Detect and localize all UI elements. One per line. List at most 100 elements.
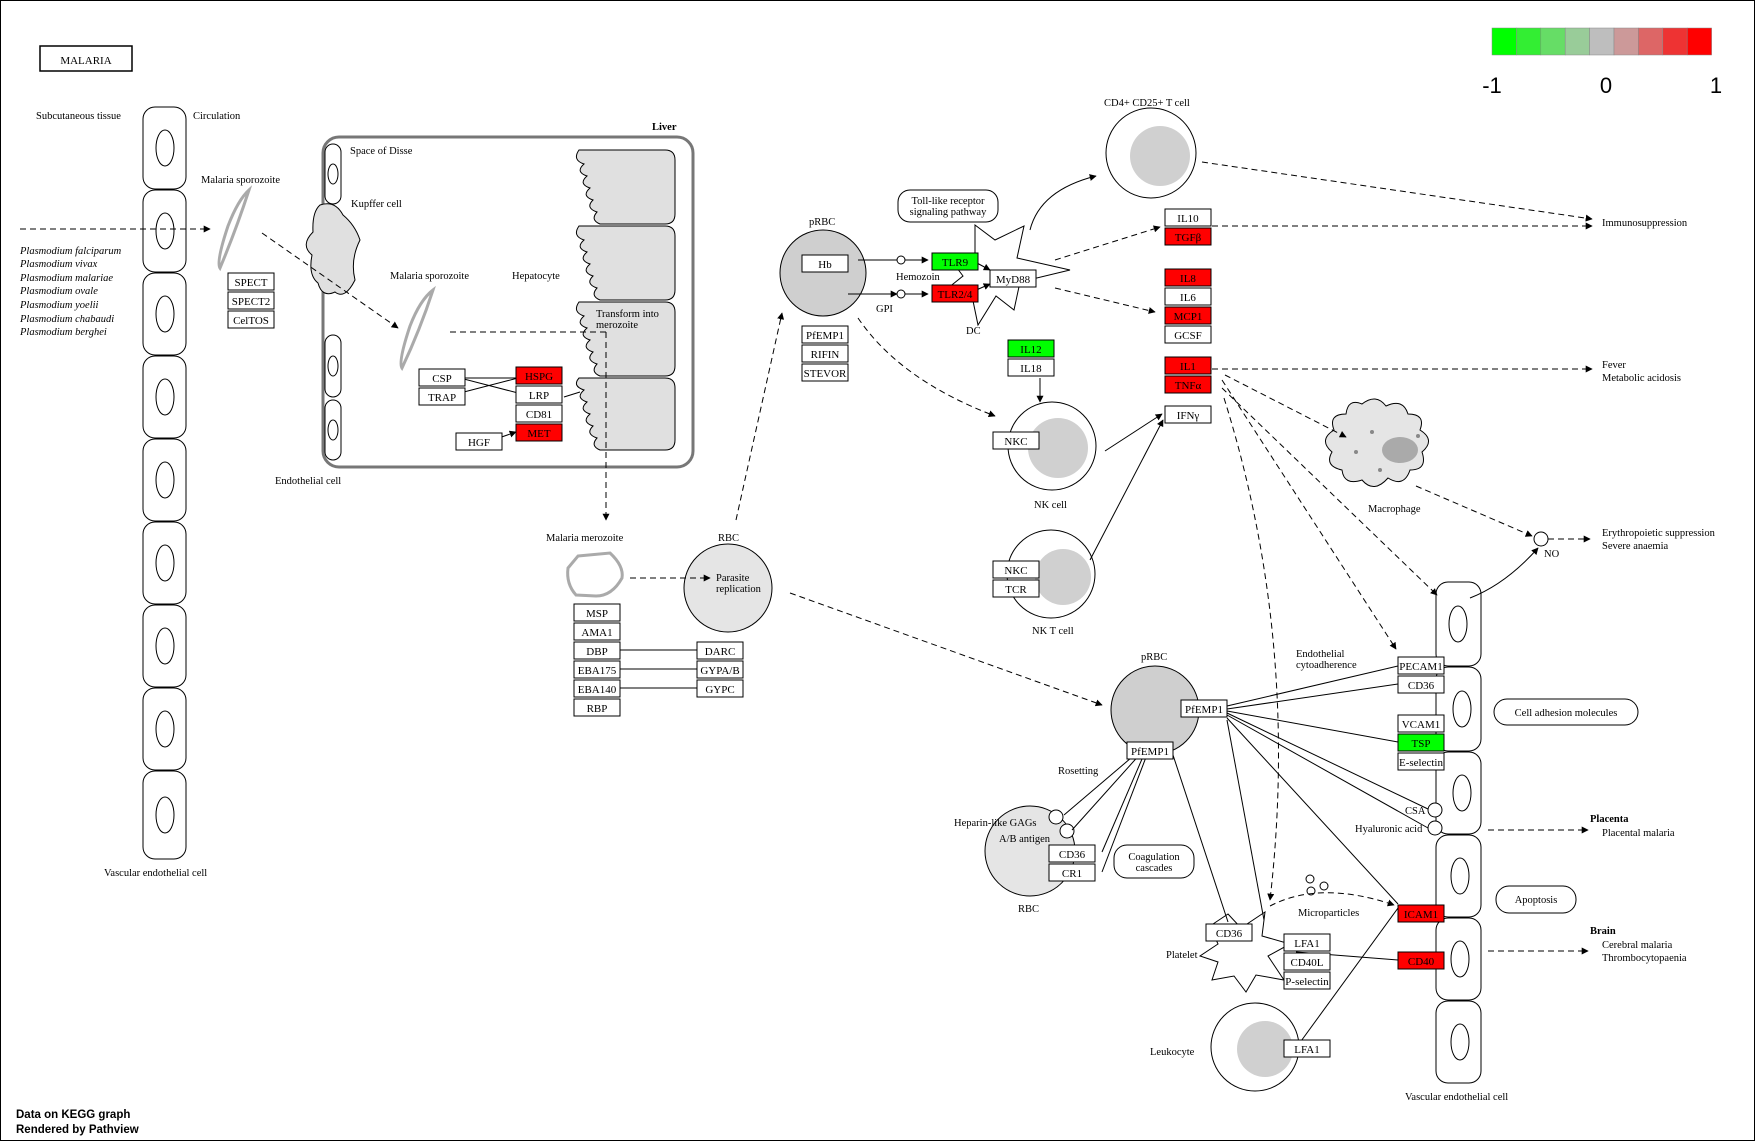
gene-box: [1164, 375, 1212, 394]
legend-swatch: [1662, 27, 1688, 56]
gene-node-ifng[interactable]: IFNγ: [1164, 405, 1212, 424]
gene-box: [573, 641, 621, 660]
svg-text:Brain: Brain: [1590, 926, 1616, 937]
gene-label: MET: [527, 428, 551, 440]
label-vascular-right: Vascular endothelial cell: [1405, 1092, 1508, 1103]
footer-line-1: Data on KEGG graph: [16, 1109, 130, 1121]
gene-node-cd40[interactable]: CD40: [1397, 951, 1445, 970]
outcome-labels: Immunosuppression Fever Metabolic acidos…: [1590, 218, 1716, 964]
gene-node-cd36c[interactable]: CD36: [1205, 923, 1253, 942]
gene-node-celtos[interactable]: CelTOS: [227, 310, 275, 329]
gene-node-il18[interactable]: IL18: [1007, 358, 1055, 377]
gene-node-hb[interactable]: Hb: [801, 254, 849, 273]
gene-box: [1164, 306, 1212, 325]
gene-node-spect[interactable]: SPECT: [227, 272, 275, 291]
gene-node-stevor[interactable]: STEVOR: [801, 363, 849, 382]
gene-node-cr1[interactable]: CR1: [1048, 863, 1096, 882]
gene-box: [573, 698, 621, 717]
svg-text:Leukocyte: Leukocyte: [1150, 1047, 1195, 1058]
nk-cell: NK cell: [1007, 401, 1097, 511]
gene-node-met[interactable]: MET: [515, 423, 563, 442]
gene-node-il8[interactable]: IL8: [1164, 268, 1212, 287]
gene-label: NKC: [1004, 565, 1027, 577]
gene-node-csp[interactable]: CSP: [418, 368, 466, 387]
gene-node-spect2[interactable]: SPECT2: [227, 291, 275, 310]
svg-text:Transform into: Transform into: [596, 309, 659, 320]
gene-node-gypc[interactable]: GYPC: [696, 679, 744, 698]
gene-node-rbp[interactable]: RBP: [573, 698, 621, 717]
tlr-pathway-link[interactable]: Toll-like receptor signaling pathway: [897, 189, 999, 223]
gene-node-tlr24[interactable]: TLR2/4: [931, 284, 979, 303]
gene-label: TRAP: [428, 392, 456, 404]
gene-box: [573, 622, 621, 641]
gene-node-gcsf[interactable]: GCSF: [1164, 325, 1212, 344]
gene-node-cd36b[interactable]: CD36: [1048, 844, 1096, 863]
gene-label: CD40L: [1291, 957, 1324, 969]
gene-node-cd40l[interactable]: CD40L: [1283, 952, 1331, 971]
gene-node-dbp[interactable]: DBP: [573, 641, 621, 660]
svg-text:Erythropoietic suppression: Erythropoietic suppression: [1602, 528, 1716, 539]
gene-node-icam1[interactable]: ICAM1: [1397, 904, 1445, 923]
gene-node-nkc1[interactable]: NKC: [992, 431, 1040, 450]
svg-text:Hepatocyte: Hepatocyte: [512, 271, 560, 282]
gene-node-msp[interactable]: MSP: [573, 603, 621, 622]
gene-box: [1048, 844, 1096, 863]
gene-node-mcp1[interactable]: MCP1: [1164, 306, 1212, 325]
cell-adhesion-link[interactable]: Cell adhesion molecules: [1493, 698, 1639, 726]
gene-node-tcr[interactable]: TCR: [992, 579, 1040, 598]
gene-label: VCAM1: [1402, 719, 1441, 731]
svg-text:Malaria sporozoite: Malaria sporozoite: [201, 175, 280, 186]
gene-label: RBP: [587, 703, 608, 715]
gene-box: [1048, 863, 1096, 882]
gene-box: [227, 272, 275, 291]
svg-text:Cerebral malaria: Cerebral malaria: [1602, 940, 1673, 951]
gene-node-lfa1a[interactable]: LFA1: [1283, 933, 1331, 952]
gene-node-tsp[interactable]: TSP: [1397, 733, 1445, 752]
gene-node-ama1[interactable]: AMA1: [573, 622, 621, 641]
gene-node-pecam1[interactable]: PECAM1: [1397, 656, 1445, 675]
gene-node-vcam1[interactable]: VCAM1: [1397, 714, 1445, 733]
gene-label: IL10: [1177, 213, 1199, 225]
gene-node-hspg[interactable]: HSPG: [515, 366, 563, 385]
gene-node-cd36a[interactable]: CD36: [1397, 675, 1445, 694]
gene-label: HGF: [468, 437, 490, 449]
apoptosis-link[interactable]: Apoptosis: [1495, 885, 1577, 914]
gene-node-hgf[interactable]: HGF: [455, 432, 503, 451]
gene-node-eba140[interactable]: EBA140: [573, 679, 621, 698]
gene-node-il10[interactable]: IL10: [1164, 208, 1212, 227]
svg-text:CSA: CSA: [1405, 806, 1426, 817]
gene-node-pfemp1c[interactable]: PfEMP1: [1126, 741, 1174, 760]
gene-box: [1283, 952, 1331, 971]
gene-node-tlr9[interactable]: TLR9: [931, 252, 979, 271]
gene-node-tnfa[interactable]: TNFα: [1164, 375, 1212, 394]
gene-node-gypab[interactable]: GYPA/B: [696, 660, 744, 679]
svg-text:Placental malaria: Placental malaria: [1602, 828, 1675, 839]
csa-hyaluronic: CSA Hyaluronic acid: [1355, 802, 1443, 836]
gene-node-il1[interactable]: IL1: [1164, 356, 1212, 375]
gene-box: [573, 679, 621, 698]
gene-node-il12[interactable]: IL12: [1007, 339, 1055, 358]
gene-node-rifin[interactable]: RIFIN: [801, 344, 849, 363]
gene-node-pfemp1a[interactable]: PfEMP1: [801, 325, 849, 344]
gene-node-trap[interactable]: TRAP: [418, 387, 466, 406]
gene-node-myd88[interactable]: MyD88: [989, 269, 1037, 288]
gene-node-il6[interactable]: IL6: [1164, 287, 1212, 306]
gene-node-lrp[interactable]: LRP: [515, 385, 563, 404]
svg-text:NK T cell: NK T cell: [1032, 626, 1074, 637]
gene-node-eba175[interactable]: EBA175: [573, 660, 621, 679]
gene-node-pselectin[interactable]: P-selectin: [1283, 971, 1331, 990]
coagulation-cascades-link[interactable]: Coagulation cascades: [1113, 844, 1195, 879]
gene-node-lfa1b[interactable]: LFA1: [1283, 1039, 1331, 1058]
gene-node-pfemp1b[interactable]: PfEMP1: [1180, 699, 1228, 718]
gene-node-eselectin[interactable]: E-selectin: [1397, 752, 1445, 771]
gene-box: [1180, 699, 1228, 718]
gene-node-cd81[interactable]: CD81: [515, 404, 563, 423]
gene-label: TGFβ: [1175, 232, 1202, 244]
gene-node-tgfb[interactable]: TGFβ: [1164, 227, 1212, 246]
svg-text:replication: replication: [716, 584, 762, 595]
svg-text:pRBC: pRBC: [809, 217, 835, 228]
gene-node-darc[interactable]: DARC: [696, 641, 744, 660]
gene-node-nkc2[interactable]: NKC: [992, 560, 1040, 579]
